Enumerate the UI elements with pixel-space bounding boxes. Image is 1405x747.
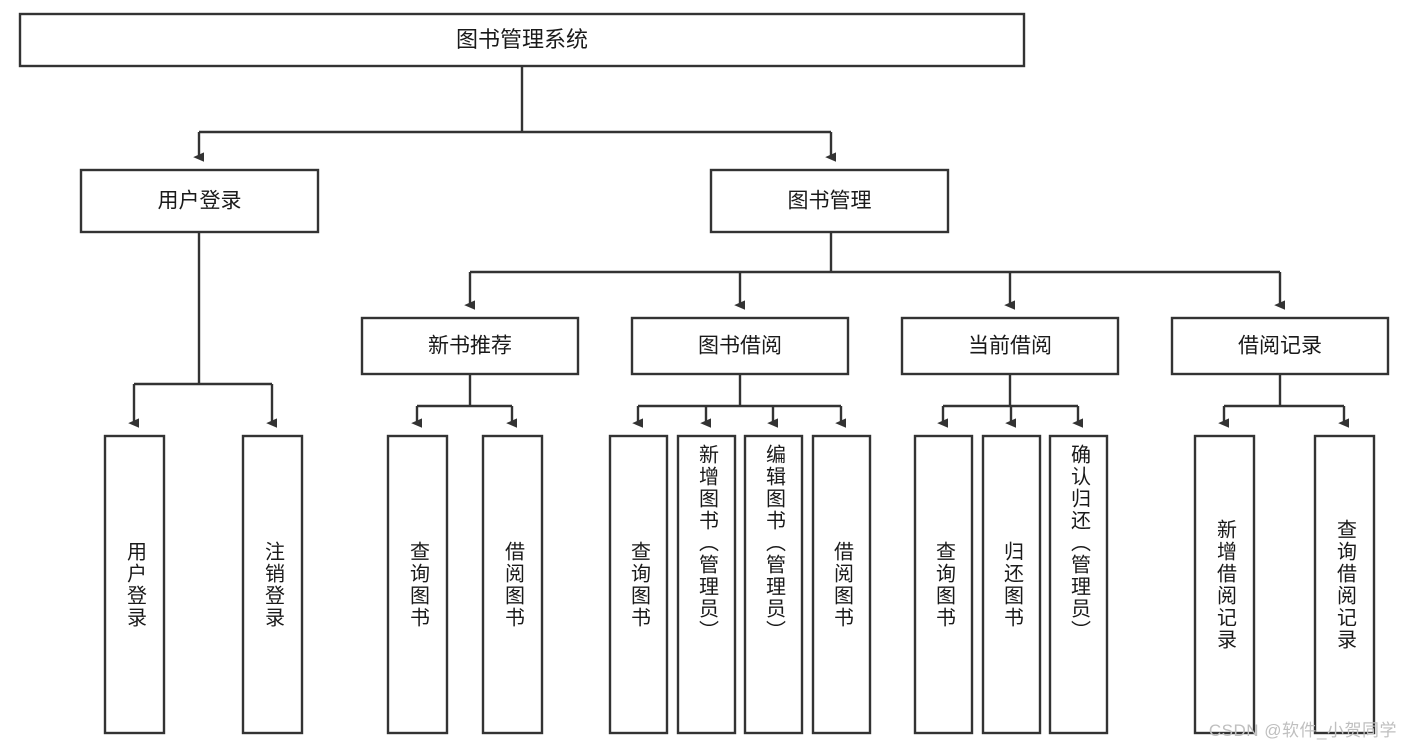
node-book-borrow-label: 图书借阅 (698, 335, 782, 358)
leaf-box-confirm-return-admin[interactable] (1048, 434, 1109, 735)
leaf-box-query-book-borrow[interactable] (608, 434, 669, 735)
node-current-borrow[interactable]: 当前借阅 (900, 316, 1120, 376)
leaf-boxes (103, 434, 1376, 735)
connector-group (128, 66, 1350, 428)
node-borrow-record-label: 借阅记录 (1238, 335, 1322, 358)
leaf-box-logout[interactable] (241, 434, 304, 735)
leaf-box-query-book-current[interactable] (913, 434, 974, 735)
node-user-login-label: 用户登录 (158, 190, 242, 213)
node-root[interactable]: 图书管理系统 (18, 12, 1026, 68)
node-borrow-record[interactable]: 借阅记录 (1170, 316, 1390, 376)
leaf-box-borrow-book-new[interactable] (481, 434, 544, 735)
node-new-book-recommend[interactable]: 新书推荐 (360, 316, 580, 376)
leaf-box-add-book-admin[interactable] (676, 434, 737, 735)
node-root-label: 图书管理系统 (456, 27, 588, 52)
node-user-login[interactable]: 用户登录 (79, 168, 320, 234)
leaf-box-add-borrow-record[interactable] (1193, 434, 1256, 735)
leaf-box-borrow-book[interactable] (811, 434, 872, 735)
leaf-box-edit-book-admin[interactable] (743, 434, 804, 735)
leaf-box-user-login[interactable] (103, 434, 166, 735)
leaf-box-query-borrow-record[interactable] (1313, 434, 1376, 735)
node-new-book-recommend-label: 新书推荐 (428, 335, 512, 358)
node-book-borrow[interactable]: 图书借阅 (630, 316, 850, 376)
node-book-management[interactable]: 图书管理 (709, 168, 950, 234)
leaf-box-return-book[interactable] (981, 434, 1042, 735)
leaf-box-query-book-new[interactable] (386, 434, 449, 735)
node-book-management-label: 图书管理 (788, 190, 872, 213)
node-current-borrow-label: 当前借阅 (968, 335, 1052, 358)
